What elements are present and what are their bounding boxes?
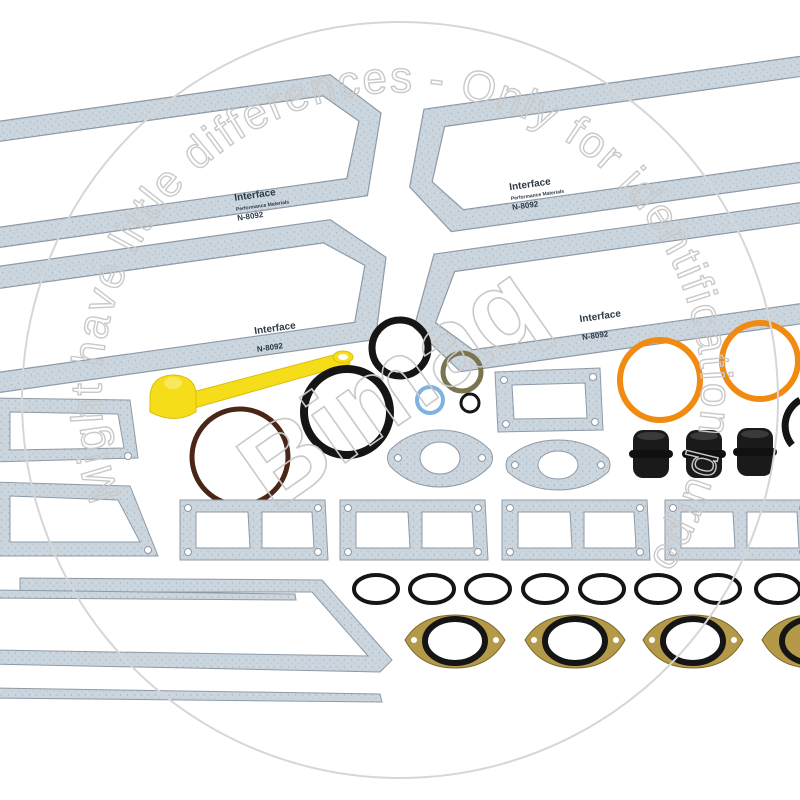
square-gasket (494, 367, 604, 433)
black-oring-tiny (459, 392, 481, 414)
rubber-grommet-2 (682, 430, 726, 478)
black-oring-large (300, 365, 394, 459)
oval-flange-gasket-right (505, 439, 611, 491)
flange-seal-3 (642, 614, 744, 669)
brand-mark-text: Interface (579, 308, 622, 325)
flange-seal-4 (761, 615, 800, 668)
double-window-gasket (179, 499, 329, 561)
oval-flange-gasket-left (387, 429, 493, 488)
side-cover-gasket-lower (0, 481, 159, 557)
orange-oring-left (617, 337, 703, 423)
double-window-gasket (339, 499, 489, 561)
flange-seal-2 (524, 614, 626, 669)
rubber-grommet-3 (733, 428, 777, 476)
double-window-gasket (664, 499, 800, 561)
valve-cover-gasket-top-right (409, 52, 800, 233)
black-oring-partial (781, 396, 800, 448)
blue-oring (415, 385, 445, 415)
double-window-gasket (501, 499, 651, 561)
orange-oring-right (719, 320, 800, 402)
oil-pan-gasket (0, 577, 393, 703)
small-oring-row (352, 573, 800, 605)
flange-seal-1 (404, 614, 506, 669)
rubber-grommet-1 (629, 430, 673, 478)
side-cover-gasket-upper (0, 397, 139, 463)
black-oring-medium (368, 316, 432, 380)
brown-oring-large (189, 406, 291, 508)
